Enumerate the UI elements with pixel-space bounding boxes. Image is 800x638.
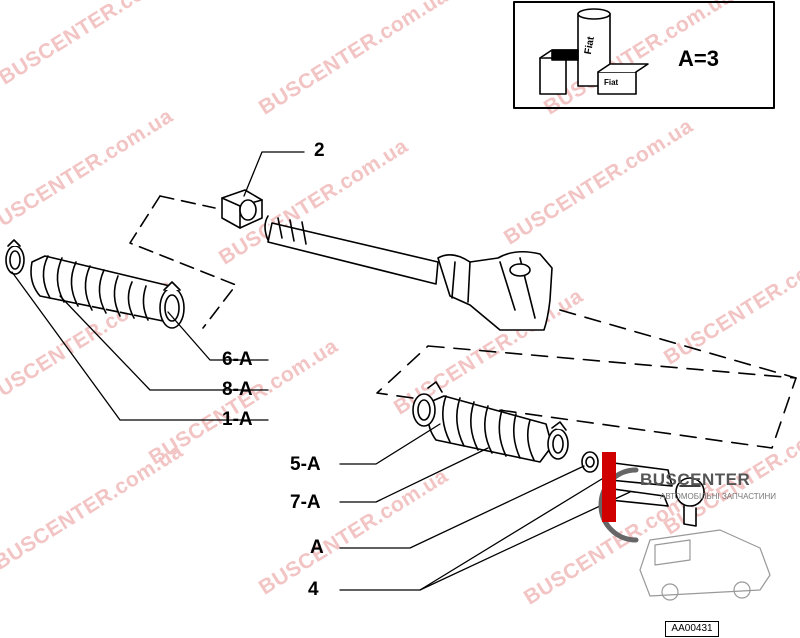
lower-dashed-frame <box>376 345 797 449</box>
callout-4: 4 <box>308 579 319 600</box>
upper-dashed-frame <box>129 195 237 329</box>
steering-rack <box>264 215 553 331</box>
upper-dashed-frame-top <box>159 195 216 209</box>
callout-5-a: 5-A <box>290 454 321 475</box>
diagram-code: AA00431 <box>671 623 713 634</box>
callout-2: 2 <box>314 140 325 161</box>
right-small-clamp <box>412 381 443 427</box>
diagram-code-box: AA00431 <box>665 621 719 637</box>
callout-1-a: 1-A <box>222 409 253 430</box>
callout-8-a: 8-A <box>222 379 253 400</box>
kit-box-frame <box>513 1 775 109</box>
rack-dash-extension <box>559 309 797 379</box>
nut-2 <box>221 189 263 229</box>
logo-brand-name: BUSCENTER <box>640 470 751 489</box>
box-label: Fiat <box>604 78 619 87</box>
van-illustration <box>639 529 771 601</box>
right-bellows <box>427 395 553 463</box>
tie-rod-end-4 <box>605 461 705 527</box>
left-big-clamp <box>159 281 185 329</box>
left-small-clamp <box>5 239 25 275</box>
kit-quantity-text: A=3 <box>678 46 719 71</box>
logo-accent <box>602 452 616 522</box>
leader-lines <box>11 151 631 591</box>
lock-nut-a <box>581 451 599 473</box>
logo-mark <box>598 467 639 543</box>
callout-7-a: 7-A <box>290 492 321 513</box>
callout-a: A <box>310 537 324 558</box>
left-bellows <box>30 255 179 323</box>
callout-6-a: 6-A <box>222 349 253 370</box>
right-big-clamp <box>547 421 569 460</box>
logo-subtitle: АВТОМОБІЛЬНІ ЗАПЧАСТИНИ <box>660 492 776 501</box>
